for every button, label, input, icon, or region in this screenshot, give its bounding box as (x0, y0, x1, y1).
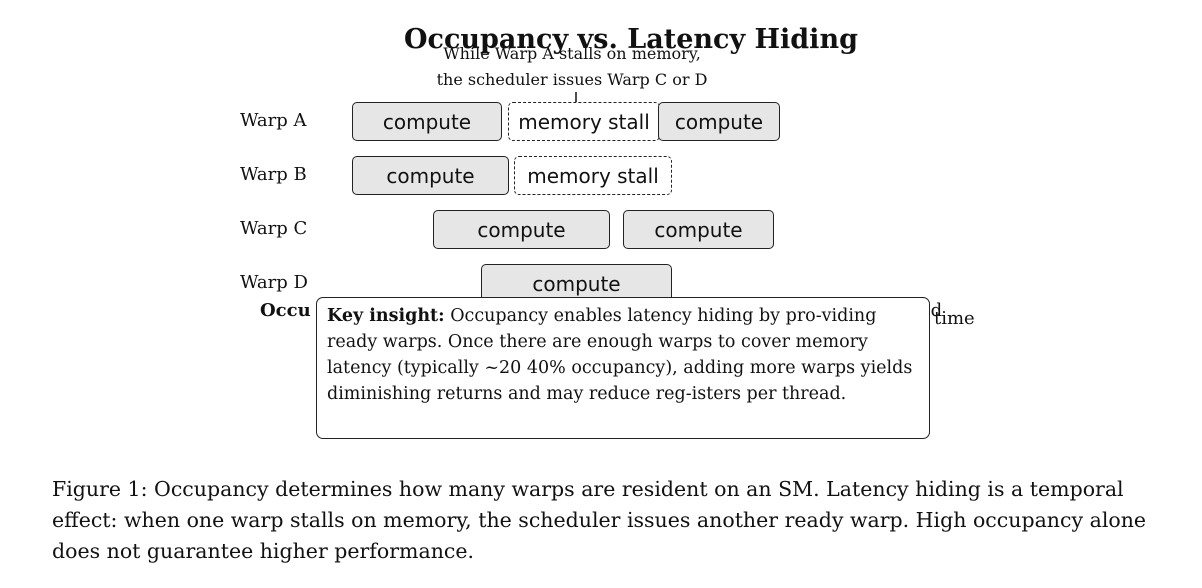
warp-c-compute-block-2: compute (623, 210, 774, 249)
warp-a-compute-block-1: compute (352, 102, 502, 141)
warp-b-label: Warp B (240, 164, 307, 185)
warp-a-memory-stall-block: memory stall (508, 102, 660, 141)
diagram-title: Occupancy vs. Latency Hiding (404, 24, 858, 55)
annotation-line-1: While Warp A stalls on memory, (443, 44, 701, 63)
warp-b-compute-block: compute (352, 156, 509, 195)
annotation-line-2: the scheduler issues Warp C or D (436, 70, 708, 89)
warp-c-compute-block-1: compute (433, 210, 610, 249)
warp-b-memory-stall-block: memory stall (514, 156, 672, 195)
occluded-text-left: Occu (260, 300, 311, 321)
warp-a-label: Warp A (240, 110, 307, 131)
time-axis-label: time (934, 308, 975, 329)
warp-d-label: Warp D (240, 272, 308, 293)
warp-a-compute-block-2: compute (658, 102, 780, 141)
warp-d-compute-block: compute (481, 264, 672, 303)
key-insight-title: Key insight: (327, 306, 445, 326)
key-insight-body: Occupancy enables latency hiding by pro-… (327, 306, 913, 404)
warp-c-label: Warp C (240, 218, 308, 239)
figure-caption: Figure 1: Occupancy determines how many … (52, 477, 1147, 563)
key-insight-box: Key insight: Occupancy enables latency h… (316, 297, 930, 439)
